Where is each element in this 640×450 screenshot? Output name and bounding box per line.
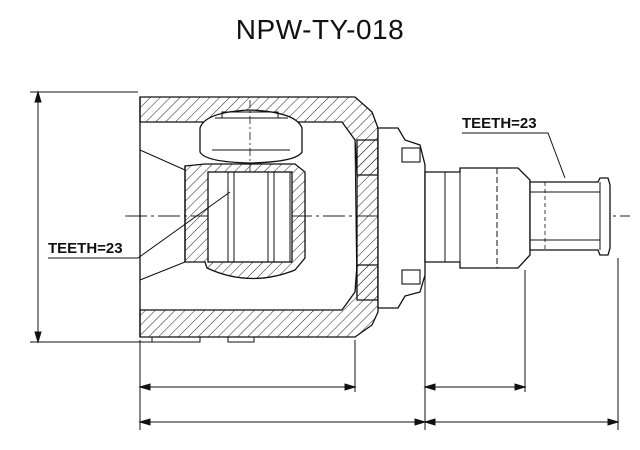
tripod-spider [184,163,306,280]
inner-spline-bore [207,171,293,263]
outer-spline-teeth-label: TEETH=23 [462,115,537,132]
inner-spline-teeth-label: TEETH=23 [48,240,123,257]
outer-spline [529,177,611,256]
part-number-title: NPW-TY-018 [235,14,405,45]
tripod-roller [199,100,303,172]
leader-lines [48,132,566,259]
dimension-lines [30,90,620,430]
stub-shaft [377,127,611,309]
